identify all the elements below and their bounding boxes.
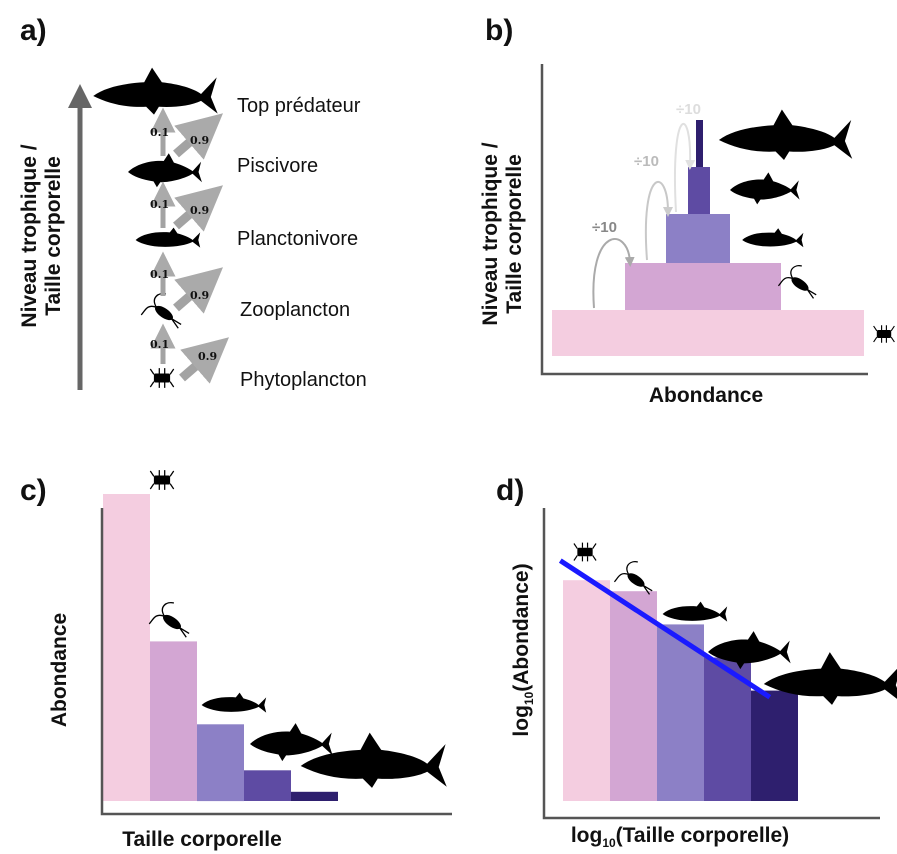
transfer-step-4: 0.1 0.9 <box>150 107 224 160</box>
panel-d-x-label: log10(Taille corporelle) <box>571 824 789 850</box>
pyramid-tier-phytoplancton <box>552 310 864 356</box>
bar-phytoplancton <box>563 580 610 801</box>
level-label-planctonivore: Planctonivore <box>237 228 358 250</box>
copepod-icon <box>613 561 653 596</box>
transfer-arrows: 0.1 0.9 0.1 0.9 0.1 0.9 0.1 0.9 <box>150 107 230 384</box>
pyramid-tier-piscivore <box>688 167 710 214</box>
panel-c: c) Abondance Taille corporelle <box>20 469 452 851</box>
panel-c-axes <box>100 508 452 816</box>
small-fish-icon <box>742 228 804 248</box>
shark-icon <box>300 732 447 788</box>
transfer-up-label: 0.1 <box>150 198 169 211</box>
panel-a-y-label-line2: Taille corporelle <box>42 156 65 316</box>
division-arrow-2: ÷10 <box>634 153 673 261</box>
bar-piscivore <box>244 770 291 801</box>
panel-a: a) Niveau trophique / Taille corporelle … <box>18 14 367 391</box>
phytoplankton-icon <box>873 324 895 344</box>
division-label: ÷10 <box>592 219 617 236</box>
pyramid-tier-planctonivore <box>666 214 730 263</box>
tuna-icon <box>250 723 333 762</box>
division-label: ÷10 <box>676 101 701 118</box>
panel-c-x-label: Taille corporelle <box>122 828 282 851</box>
pyramid-tier-top-predator <box>696 120 703 167</box>
small-fish-icon <box>201 692 267 713</box>
panel-d: d) log10(Abondance) log10(Taille corpore… <box>496 474 897 850</box>
loss-label: 0.9 <box>190 134 209 147</box>
tuna-icon <box>128 153 202 188</box>
level-label-zooplancton: Zooplancton <box>240 299 350 321</box>
loss-label: 0.9 <box>198 350 217 363</box>
panel-c-bars <box>103 494 338 802</box>
shark-icon <box>93 67 218 115</box>
panel-c-y-label: Abondance <box>48 613 71 727</box>
bar-top-pr-dateur <box>751 690 798 801</box>
bar-planctonivore <box>657 624 704 801</box>
panel-a-label: a) <box>20 14 47 47</box>
shark-icon <box>718 109 853 160</box>
panel-b: b) Niveau trophique / Taille corporelle … <box>479 14 895 407</box>
division-arrow-3: ÷10 <box>673 101 701 213</box>
panel-b-y-label-line2: Taille corporelle <box>503 154 526 314</box>
panel-d-bars <box>563 580 798 801</box>
copepod-icon <box>140 292 182 329</box>
panel-b-y-label-line1: Niveau trophique / <box>479 142 502 325</box>
transfer-up-label: 0.1 <box>150 338 169 351</box>
panel-c-label: c) <box>20 474 47 507</box>
bar-zooplancton <box>610 591 657 801</box>
level-label-piscivore: Piscivore <box>237 155 318 177</box>
division-arrow-1: ÷10 <box>592 219 635 309</box>
panel-b-axes <box>540 64 868 376</box>
bar-top-pr-dateur <box>291 791 338 801</box>
panel-b-label: b) <box>485 14 513 47</box>
transfer-step-3: 0.1 0.9 <box>150 181 224 232</box>
copepod-icon <box>777 265 817 300</box>
transfer-up-label: 0.1 <box>150 268 169 281</box>
small-fish-icon <box>135 227 201 248</box>
division-label: ÷10 <box>634 153 659 170</box>
tuna-icon <box>730 172 800 205</box>
transfer-step-2: 0.1 0.9 <box>150 251 224 314</box>
panel-d-y-label: log10(Abondance) <box>510 563 536 736</box>
level-label-phytoplancton: Phytoplancton <box>240 369 367 391</box>
loss-label: 0.9 <box>190 204 209 217</box>
bar-planctonivore <box>197 724 244 802</box>
panel-a-y-label-line1: Niveau trophique / <box>18 144 41 327</box>
panel-d-axes <box>542 508 880 820</box>
transfer-up-label: 0.1 <box>150 126 169 139</box>
small-fish-icon <box>662 601 728 622</box>
loss-label: 0.9 <box>190 289 209 302</box>
panel-d-label: d) <box>496 474 524 507</box>
transfer-step-1: 0.1 0.9 <box>150 323 230 384</box>
phytoplankton-icon <box>573 542 597 562</box>
level-label-top-predator: Top prédateur <box>237 95 361 117</box>
pyramid-tier-zooplancton <box>625 263 781 310</box>
bar-phytoplancton <box>103 494 150 801</box>
panel-b-x-label: Abondance <box>649 384 763 407</box>
phytoplankton-icon <box>149 367 175 389</box>
bar-zooplancton <box>150 641 197 801</box>
phytoplankton-icon <box>149 469 175 491</box>
copepod-icon <box>148 601 190 638</box>
panel-a-y-arrow <box>68 84 92 390</box>
panel-d-fit-line <box>558 558 772 700</box>
